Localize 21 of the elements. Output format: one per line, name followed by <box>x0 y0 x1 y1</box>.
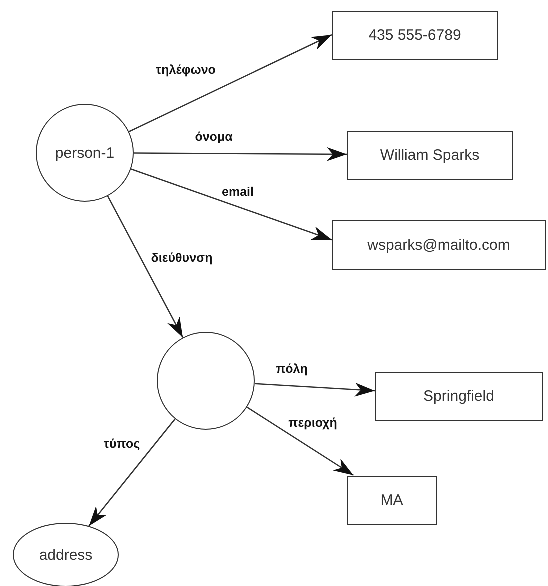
literal-box: Springfield <box>375 372 543 420</box>
arrow <box>128 34 332 132</box>
edge-label: περιοχή <box>288 416 338 430</box>
edge-label: email <box>221 185 255 199</box>
edge-label: πόλη <box>275 362 309 376</box>
arrow <box>107 196 184 338</box>
arrow <box>131 168 332 241</box>
edge-label: τύπος <box>102 437 142 451</box>
resource-circle: person-1 <box>36 104 134 202</box>
literal-box: MA <box>347 476 437 524</box>
literal-box: wsparks@mailto.com <box>332 220 546 270</box>
literal-box: 435 555-6789 <box>332 10 498 60</box>
arrow <box>134 147 347 162</box>
literal-box: William Sparks <box>347 130 513 180</box>
arrow <box>254 382 376 397</box>
edge-label: διεύθυνση <box>150 251 214 265</box>
resource-circle: address <box>13 523 119 586</box>
arrow <box>246 406 354 476</box>
arrow <box>88 418 176 527</box>
edge-label: τηλέφωνο <box>155 63 217 77</box>
edge-label: όνομα <box>194 130 234 144</box>
